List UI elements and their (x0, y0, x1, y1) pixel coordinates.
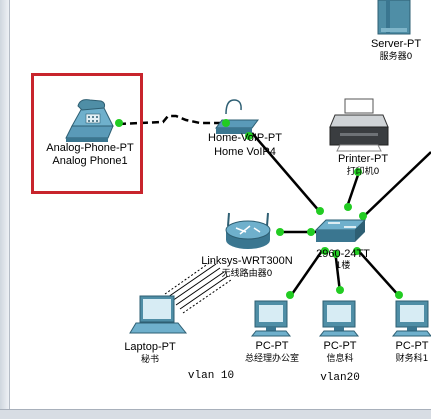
vlan20-label: vlan20 (320, 372, 360, 384)
switch-model-label: 2960-24TT (316, 248, 370, 260)
server-icon[interactable] (377, 0, 411, 35)
pc-icon-2[interactable] (318, 300, 360, 337)
router-model-label: Linksys-WRT300N (201, 255, 293, 267)
printer-name-label: 打印机0 (346, 167, 380, 177)
laptop-name-label: 秘书 (140, 355, 160, 365)
pc1-name-label: 总经理办公室 (244, 354, 300, 364)
pc3-name-label: 财务科1 (395, 354, 429, 364)
pc1-model-label: PC-PT (255, 340, 289, 352)
analog-phone-name-label: Analog Phone1 (52, 155, 128, 167)
pc3-model-label: PC-PT (395, 340, 429, 352)
router-name-label: 无线路由器0 (221, 269, 273, 279)
server-model-label: Server-PT (370, 38, 422, 50)
wireless-router-icon[interactable] (225, 212, 271, 249)
laptop-model-label: Laptop-PT (124, 341, 176, 353)
printer-icon[interactable] (329, 98, 389, 152)
wireless-signal-icon (164, 260, 232, 314)
home-voip-icon[interactable] (215, 99, 259, 134)
link-server-switch (361, 151, 431, 219)
link-phone-voip (118, 114, 224, 126)
pc2-name-label: 信息科 (326, 354, 354, 364)
printer-model-label: Printer-PT (337, 153, 389, 165)
link-switch-pc1 (288, 247, 326, 298)
server-name-label: 服务器0 (379, 52, 413, 62)
workspace-left-border (0, 0, 10, 409)
link-voip-switch (251, 132, 321, 213)
switch-name-label: 1楼 (335, 261, 351, 271)
analog-phone-icon[interactable] (65, 99, 114, 142)
switch-icon[interactable] (314, 219, 367, 242)
selection-highlight (31, 73, 143, 194)
pc2-model-label: PC-PT (323, 340, 357, 352)
home-voip-model-label: Home-VoIP-PT (208, 132, 282, 144)
pc-icon-3[interactable] (391, 300, 431, 337)
link-switch-pc3 (355, 247, 401, 298)
port-status-lights (115, 119, 403, 299)
analog-phone-model-label: Analog-Phone-PT (46, 142, 134, 154)
laptop-icon[interactable] (129, 295, 188, 334)
horizontal-scrollbar[interactable] (0, 409, 431, 419)
pc-icon-1[interactable] (250, 300, 292, 337)
vlan10-label: vlan 10 (187, 370, 235, 382)
home-voip-name-label: Home VoIP4 (214, 146, 276, 158)
